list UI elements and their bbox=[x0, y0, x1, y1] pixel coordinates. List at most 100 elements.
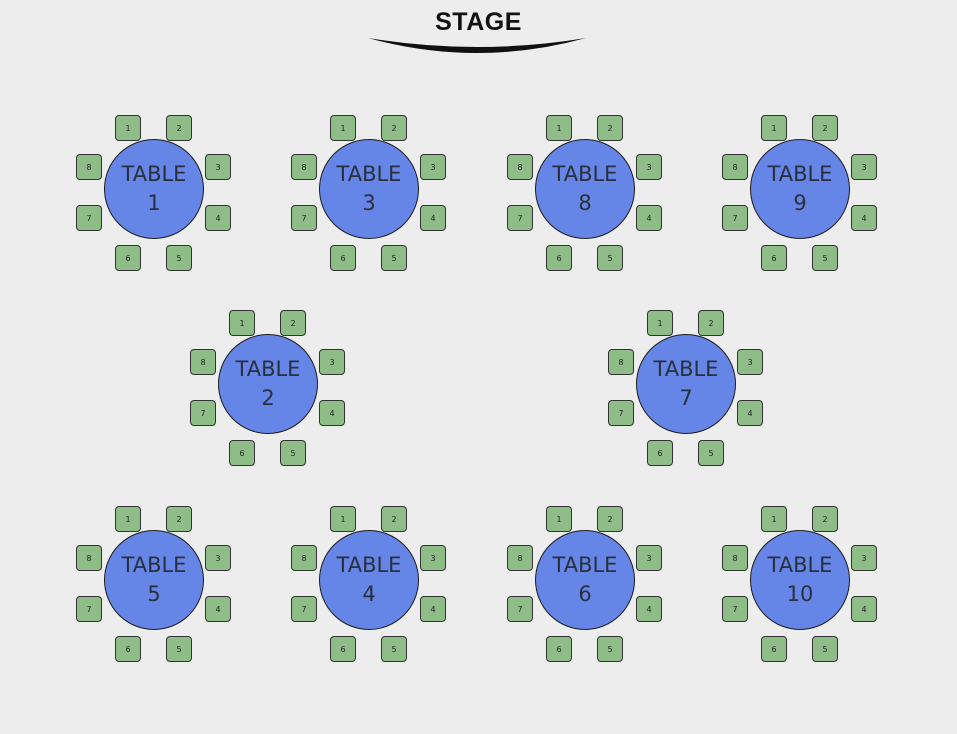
seat[interactable]: 7 bbox=[291, 596, 317, 622]
seat[interactable]: 5 bbox=[381, 636, 407, 662]
seat[interactable]: 6 bbox=[115, 245, 141, 271]
seat[interactable]: 4 bbox=[319, 400, 345, 426]
seat[interactable]: 8 bbox=[291, 545, 317, 571]
seat[interactable]: 3 bbox=[205, 154, 231, 180]
seat[interactable]: 7 bbox=[190, 400, 216, 426]
seat[interactable]: 5 bbox=[812, 245, 838, 271]
seat[interactable]: 3 bbox=[636, 545, 662, 571]
seat[interactable]: 4 bbox=[737, 400, 763, 426]
seat[interactable]: 3 bbox=[851, 545, 877, 571]
seat[interactable]: 2 bbox=[812, 115, 838, 141]
seat[interactable]: 3 bbox=[636, 154, 662, 180]
seat[interactable]: 4 bbox=[851, 205, 877, 231]
seat[interactable]: 8 bbox=[608, 349, 634, 375]
seat[interactable]: 6 bbox=[115, 636, 141, 662]
seat[interactable]: 8 bbox=[76, 154, 102, 180]
seat[interactable]: 4 bbox=[636, 205, 662, 231]
seat[interactable]: 2 bbox=[166, 506, 192, 532]
seat[interactable]: 4 bbox=[205, 596, 231, 622]
seat[interactable]: 8 bbox=[291, 154, 317, 180]
seat[interactable]: 6 bbox=[761, 636, 787, 662]
seat[interactable]: 4 bbox=[420, 205, 446, 231]
seat[interactable]: 6 bbox=[546, 636, 572, 662]
seat[interactable]: 7 bbox=[76, 205, 102, 231]
seat[interactable]: 2 bbox=[381, 506, 407, 532]
seat[interactable]: 5 bbox=[597, 636, 623, 662]
seat[interactable]: 1 bbox=[115, 506, 141, 532]
seat[interactable]: 7 bbox=[608, 400, 634, 426]
seat[interactable]: 1 bbox=[761, 115, 787, 141]
seat[interactable]: 2 bbox=[597, 506, 623, 532]
seat[interactable]: 8 bbox=[507, 154, 533, 180]
seat[interactable]: 7 bbox=[722, 596, 748, 622]
seat[interactable]: 1 bbox=[330, 115, 356, 141]
seat[interactable]: 2 bbox=[812, 506, 838, 532]
seat[interactable]: 7 bbox=[722, 205, 748, 231]
seat[interactable]: 2 bbox=[166, 115, 192, 141]
seat[interactable]: 7 bbox=[291, 205, 317, 231]
seat[interactable]: 6 bbox=[546, 245, 572, 271]
seat[interactable]: 4 bbox=[851, 596, 877, 622]
seat[interactable]: 6 bbox=[229, 440, 255, 466]
seat[interactable]: 3 bbox=[737, 349, 763, 375]
seat[interactable]: 3 bbox=[851, 154, 877, 180]
seat[interactable]: 5 bbox=[166, 636, 192, 662]
seat[interactable]: 5 bbox=[280, 440, 306, 466]
seat[interactable]: 2 bbox=[280, 310, 306, 336]
seat[interactable]: 6 bbox=[647, 440, 673, 466]
seat[interactable]: 7 bbox=[507, 596, 533, 622]
seat[interactable]: 5 bbox=[166, 245, 192, 271]
seat[interactable]: 2 bbox=[698, 310, 724, 336]
seat[interactable]: 4 bbox=[205, 205, 231, 231]
seat[interactable]: 5 bbox=[812, 636, 838, 662]
seat[interactable]: 1 bbox=[229, 310, 255, 336]
seat[interactable]: 6 bbox=[330, 636, 356, 662]
seat[interactable]: 8 bbox=[76, 545, 102, 571]
seat[interactable]: 4 bbox=[420, 596, 446, 622]
seat[interactable]: 4 bbox=[636, 596, 662, 622]
seat[interactable]: 7 bbox=[76, 596, 102, 622]
seat[interactable]: 6 bbox=[761, 245, 787, 271]
seat[interactable]: 1 bbox=[546, 115, 572, 141]
seat[interactable]: 2 bbox=[597, 115, 623, 141]
seat[interactable]: 5 bbox=[597, 245, 623, 271]
seat[interactable]: 8 bbox=[507, 545, 533, 571]
seat[interactable]: 1 bbox=[330, 506, 356, 532]
seat[interactable]: 3 bbox=[420, 154, 446, 180]
seat[interactable]: 5 bbox=[698, 440, 724, 466]
seat[interactable]: 7 bbox=[507, 205, 533, 231]
seat[interactable]: 1 bbox=[546, 506, 572, 532]
seat[interactable]: 1 bbox=[761, 506, 787, 532]
seat[interactable]: 6 bbox=[330, 245, 356, 271]
seat[interactable]: 5 bbox=[381, 245, 407, 271]
seat[interactable]: 8 bbox=[722, 154, 748, 180]
seat[interactable]: 3 bbox=[205, 545, 231, 571]
seat[interactable]: 3 bbox=[319, 349, 345, 375]
seat[interactable]: 1 bbox=[115, 115, 141, 141]
seat[interactable]: 2 bbox=[381, 115, 407, 141]
seat[interactable]: 3 bbox=[420, 545, 446, 571]
seat[interactable]: 8 bbox=[722, 545, 748, 571]
seat[interactable]: 8 bbox=[190, 349, 216, 375]
seat[interactable]: 1 bbox=[647, 310, 673, 336]
